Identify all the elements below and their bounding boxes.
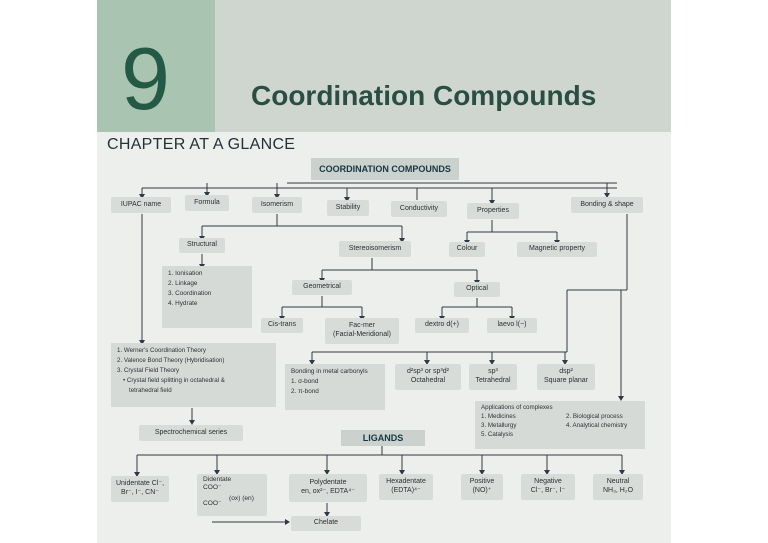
applications-row: 1. Medicines 2. Biological process (481, 413, 639, 422)
theory-item: tetrahedral field (129, 386, 172, 394)
neutral-label: Neutral (606, 478, 630, 486)
node-octahedral: d²sp³ or sp³d² Octahedral (395, 364, 461, 390)
node-spectrochemical-series: Spectrochemical series (139, 425, 243, 441)
positive-example: (NO)⁺ (472, 487, 492, 494)
node-iupac-name: IUPAC name (111, 197, 171, 213)
flowchart-connectors (134, 182, 628, 525)
didentate-ox-en: (ox) (en) (229, 495, 254, 502)
carbonyls-title: Bonding in metal carbonyls (291, 368, 368, 375)
square-planar-formula: dsp² (559, 368, 573, 376)
fac-mer-full-label: (Facial-Meridional) (333, 331, 391, 338)
ligands-heading: LIGANDS (341, 430, 425, 446)
structural-type: 1. Ionisation (168, 270, 203, 277)
application-item: 4. Analytical chemistry (566, 421, 628, 429)
sigma-bond: 1. σ-bond (291, 377, 319, 385)
fac-mer-label: Fac-mer (348, 322, 376, 330)
negative-example: Cl⁻, Br⁻, I⁻ (530, 487, 566, 494)
didentate-label: Didentate (203, 476, 232, 483)
node-geometrical: Geometrical (292, 280, 352, 295)
chapter-number-block: 9 (97, 0, 215, 132)
node-fac-mer: Fac-mer (Facial-Meridional) (325, 318, 399, 344)
polydentate-label: Polydentate (309, 479, 347, 487)
node-negative: Negative Cl⁻, Br⁻, I⁻ (521, 474, 575, 500)
structural-type: 4. Hydrate (168, 299, 198, 307)
node-dextro: dextro d(+) (415, 318, 469, 333)
bonding-theories-list: 1. Werner's Coordination Theory 2. Valen… (111, 343, 276, 407)
structural-type: 2. Linkage (168, 279, 198, 287)
theory-item: 3. Crystal Field Theory (117, 366, 180, 374)
chapter-title: Coordination Compounds (251, 80, 597, 111)
hexadentate-example: (EDTA)⁴⁻ (391, 487, 421, 494)
node-square-planar: dsp² Square planar (537, 364, 595, 390)
node-positive: Positive (NO)⁺ (461, 474, 503, 500)
pi-bond: 2. π-bond (291, 387, 319, 395)
node-stereoisomerism: Stereoisomerism (339, 241, 411, 257)
node-colour: Colour (449, 242, 485, 257)
node-hexadentate: Hexadentate (EDTA)⁴⁻ (379, 474, 433, 500)
unidentate-line: Unidentate Cl⁻, (115, 480, 165, 488)
applications-box: Applications of complexes 1. Medicines 2… (475, 401, 645, 449)
chapter-number: 9 (121, 29, 170, 128)
didentate-coo-top: COO⁻ (203, 484, 222, 492)
tetrahedral-formula: sp³ (488, 368, 498, 376)
node-neutral: Neutral NH₃, H₂O (593, 474, 643, 500)
node-isomerism: Isomerism (252, 197, 302, 213)
node-polydentate: Polydentate en, ox²⁻, EDTA⁴⁻ (289, 474, 367, 502)
node-chelate: Chelate (291, 516, 361, 531)
node-bonding-shape: Bonding & shape (571, 197, 643, 213)
structural-types-list: 1. Ionisation 2. Linkage 3. Coordination… (162, 266, 252, 328)
octahedral-label: Octahedral (410, 377, 446, 384)
negative-label: Negative (534, 478, 562, 486)
positive-label: Positive (469, 478, 495, 486)
node-tetrahedral: sp³ Tetrahedral (469, 364, 517, 390)
node-unidentate: Unidentate Cl⁻, Br⁻, I⁻, CN⁻ (111, 476, 169, 502)
node-formula: Formula (185, 195, 229, 211)
square-planar-label: Square planar (544, 377, 588, 384)
application-item: 5. Catalysis (481, 430, 513, 438)
node-cis-trans: Cis-trans (261, 318, 303, 333)
node-didentate: Didentate COO⁻ (ox) (en) COO⁻ (197, 474, 267, 516)
application-item: 3. Metallurgy (481, 421, 517, 429)
metal-carbonyls-box: Bonding in metal carbonyls 1. σ-bond 2. … (285, 364, 385, 410)
textbook-page: 9 Coordination Compounds CHAPTER AT A GL… (97, 0, 671, 543)
node-structural: Structural (179, 238, 225, 253)
application-item: 1. Medicines (481, 412, 516, 420)
node-laevo: laevo l(−) (487, 318, 537, 333)
application-item: 2. Biological process (566, 412, 623, 420)
polydentate-examples: en, ox²⁻, EDTA⁴⁻ (301, 488, 355, 495)
node-stability: Stability (327, 200, 369, 216)
structural-type: 3. Coordination (168, 289, 212, 297)
node-properties: Properties (467, 203, 519, 219)
chapter-at-a-glance-heading: CHAPTER AT A GLANCE (107, 136, 296, 153)
root-node: COORDINATION COMPOUNDS (311, 158, 459, 180)
applications-title: Applications of complexes (481, 404, 553, 411)
didentate-coo-bottom: COO⁻ (203, 500, 222, 508)
theory-item: 2. Valence Bond Theory (Hybridisation) (117, 356, 225, 364)
hexadentate-label: Hexadentate (386, 478, 426, 486)
octahedral-formula: d²sp³ or sp³d² (406, 368, 449, 376)
tetrahedral-label: Tetrahedral (475, 377, 511, 384)
unidentate-line: Br⁻, I⁻, CN⁻ (121, 489, 159, 496)
node-magnetic-property: Magnetic property (517, 242, 597, 257)
node-optical: Optical (454, 282, 500, 297)
node-conductivity: Conductivity (391, 201, 447, 217)
theory-item: • Crystal field splitting in octahedral … (123, 376, 225, 384)
theory-item: 1. Werner's Coordination Theory (117, 347, 206, 354)
applications-row: 3. Metallurgy 4. Analytical chemistry (481, 422, 639, 431)
neutral-example: NH₃, H₂O (602, 487, 634, 494)
